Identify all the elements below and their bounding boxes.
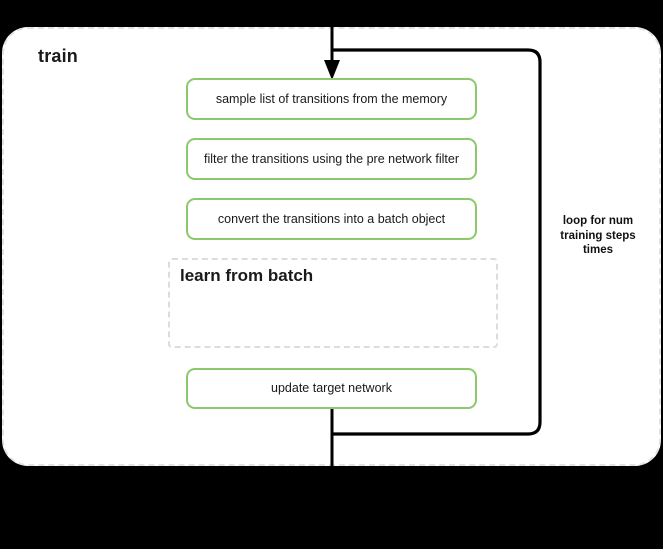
learn-from-batch-title: learn from batch [180, 266, 314, 285]
step-sample-transitions-label: sample list of transitions from the memo… [215, 91, 448, 106]
loop-annotation: loop for num training steps times [546, 214, 650, 258]
step-convert-to-batch-label: convert the transitions into a batch obj… [217, 211, 446, 226]
step-filter-transitions[interactable]: filter the transitions using the pre net… [186, 138, 477, 180]
step-filter-transitions-label: filter the transitions using the pre net… [204, 151, 459, 166]
scope-title-train: train [38, 46, 79, 66]
step-update-target-network[interactable]: update target network [186, 368, 477, 409]
step-sample-transitions[interactable]: sample list of transitions from the memo… [186, 78, 477, 120]
loop-annotation-line-2: training steps [560, 229, 636, 242]
loop-annotation-line-3: times [582, 244, 614, 257]
step-update-target-network-label: update target network [271, 381, 392, 395]
step-convert-to-batch[interactable]: convert the transitions into a batch obj… [186, 198, 477, 240]
learn-from-batch-scope [168, 258, 498, 348]
loop-annotation-line-1: loop for num [562, 215, 634, 227]
